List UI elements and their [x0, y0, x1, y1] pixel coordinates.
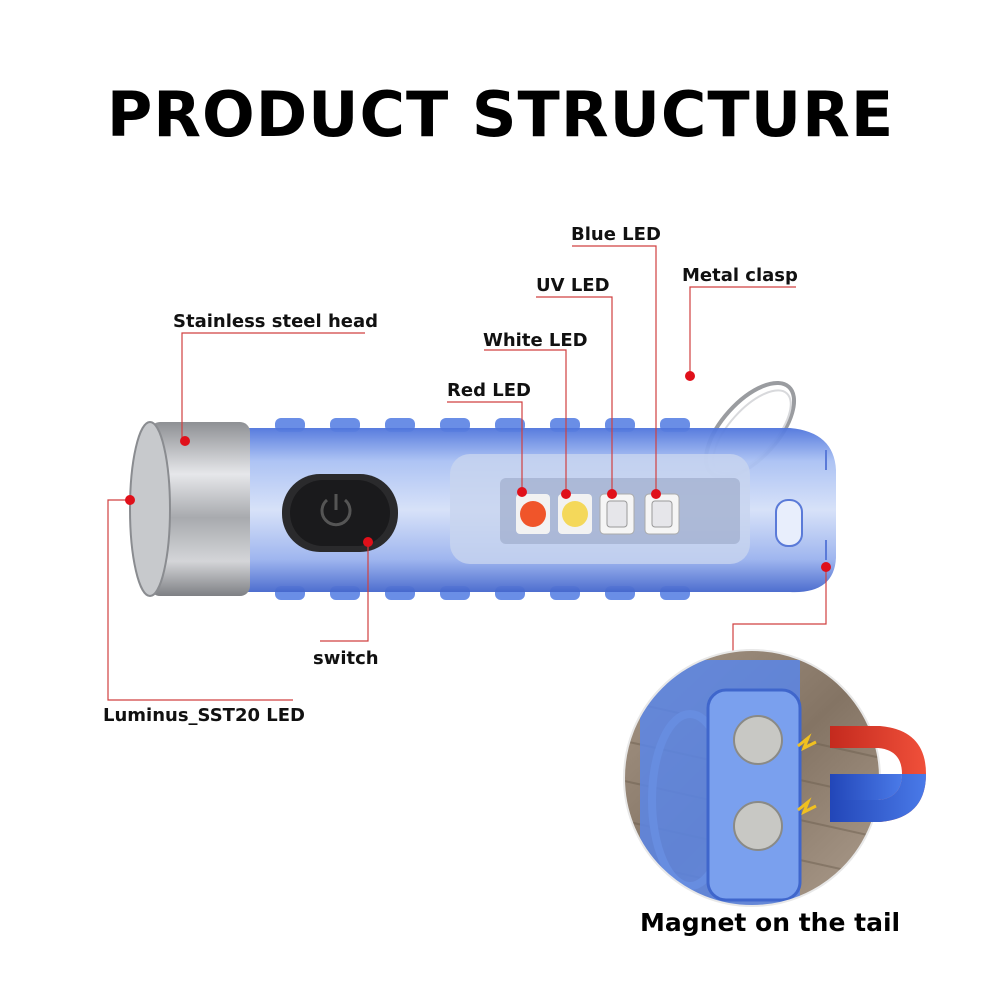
- stainless-steel-head: [129, 421, 250, 597]
- label-white-led: White LED: [483, 330, 588, 351]
- label-luminus-sst20-led: Luminus_SST20 LED: [103, 705, 305, 726]
- page-title: PRODUCT STRUCTURE: [106, 78, 895, 151]
- magnet-detail: [623, 649, 926, 907]
- led-array: [516, 493, 680, 535]
- label-uv-led: UV LED: [536, 275, 610, 296]
- caption-magnet-on-tail: Magnet on the tail: [640, 908, 901, 937]
- label-blue-led: Blue LED: [571, 224, 661, 245]
- label-switch: switch: [313, 648, 379, 669]
- marker-dots: [125, 371, 831, 572]
- label-red-led: Red LED: [447, 380, 531, 401]
- label-stainless-steel-head: Stainless steel head: [173, 311, 378, 332]
- leader-lines: [107, 245, 827, 701]
- label-metal-clasp: Metal clasp: [682, 265, 798, 286]
- switch-button: [282, 474, 398, 552]
